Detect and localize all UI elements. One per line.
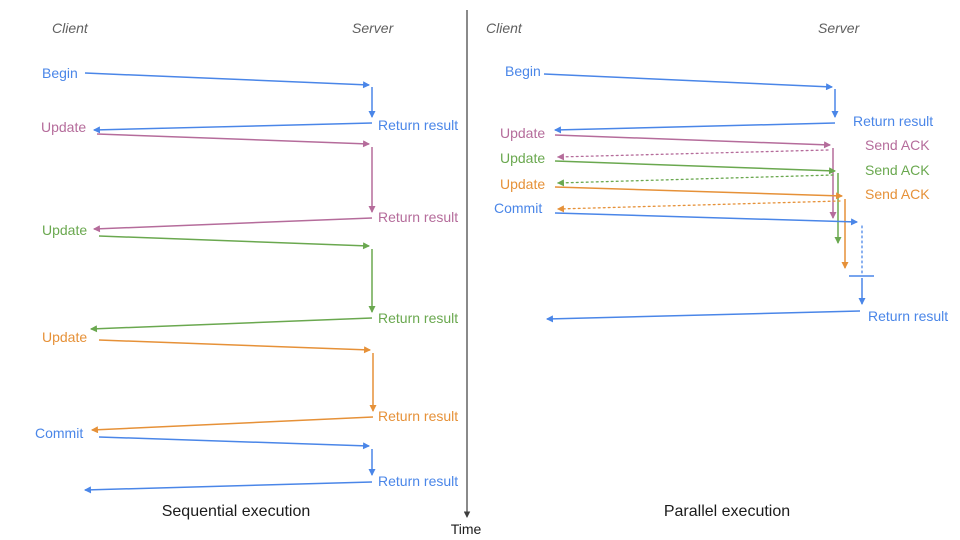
right-commit-label: Commit (494, 200, 542, 216)
par-commit-request-line (554, 212, 859, 226)
left-commit-label: Commit (35, 425, 83, 441)
par-update2-arrows (554, 160, 842, 245)
par-update1-ack-line (556, 149, 829, 161)
left-return-label-1: Return result (378, 117, 458, 133)
seq-update2-request-line (98, 235, 371, 250)
left-begin-label: Begin (42, 65, 78, 81)
seq-begin-request-line (84, 72, 371, 89)
left-client-header: Client (52, 20, 89, 36)
left-return-label-3: Return result (378, 310, 458, 326)
right-diagram-title: Parallel execution (664, 503, 790, 520)
right-update2-label: Update (500, 150, 545, 166)
seq-update3-return-line (90, 416, 374, 434)
par-update1-arrows (554, 134, 837, 220)
par-update3-request-line (554, 186, 844, 200)
left-server-header: Server (352, 20, 395, 36)
right-return-label-bottom: Return result (868, 308, 948, 324)
par-begin-request-line (543, 73, 834, 91)
left-return-label-5: Return result (378, 473, 458, 489)
seq-begin-arrows (84, 72, 376, 134)
seq-update1-return-line (92, 217, 373, 233)
seq-update3-request-line (98, 339, 372, 354)
right-ack-label-2: Send ACK (865, 162, 930, 178)
seq-begin-return-line (92, 122, 373, 134)
left-update3-label: Update (42, 329, 87, 345)
left-return-label-4: Return result (378, 408, 458, 424)
par-update3-ack-line (556, 200, 841, 213)
par-commit-return-line (545, 310, 861, 323)
left-update1-label: Update (41, 119, 86, 135)
seq-update2-return-line (89, 317, 373, 333)
par-update1-request-line (554, 134, 832, 149)
right-ack-label-1: Send ACK (865, 137, 930, 153)
right-begin-label: Begin (505, 63, 541, 79)
left-update2-label: Update (42, 222, 87, 238)
seq-update1-arrows (92, 133, 376, 233)
right-return-label-top: Return result (853, 113, 933, 129)
par-update2-request-line (554, 160, 837, 175)
right-update1-label: Update (500, 125, 545, 141)
seq-update3-arrows (90, 339, 377, 434)
left-return-label-2: Return result (378, 209, 458, 225)
seq-commit-return-line (83, 481, 373, 494)
par-update3-arrows (554, 186, 849, 270)
seq-commit-arrows (83, 436, 376, 494)
right-server-header: Server (818, 20, 861, 36)
par-update2-ack-line (556, 174, 834, 187)
seq-update1-request-line (96, 133, 371, 148)
par-begin-return-line (553, 122, 836, 134)
seq-update2-arrows (89, 235, 376, 333)
par-commit-arrows (545, 212, 874, 323)
seq-commit-request-line (98, 436, 371, 450)
right-update3-label: Update (500, 176, 545, 192)
right-client-header: Client (486, 20, 523, 36)
left-diagram-title: Sequential execution (162, 503, 311, 520)
right-ack-label-3: Send ACK (865, 186, 930, 202)
time-axis-label: Time (451, 521, 482, 537)
par-begin-arrows (543, 73, 839, 134)
